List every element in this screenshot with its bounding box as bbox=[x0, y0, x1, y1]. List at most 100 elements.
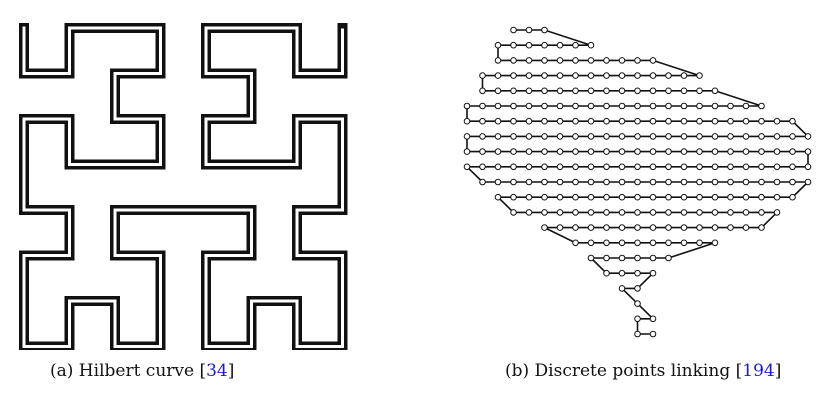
map-point bbox=[618, 224, 626, 231]
map-point bbox=[494, 72, 502, 79]
map-point bbox=[572, 72, 579, 79]
map-point bbox=[541, 72, 548, 79]
map-point bbox=[572, 148, 579, 155]
map-point bbox=[665, 102, 672, 110]
map-point bbox=[649, 330, 657, 338]
map-point bbox=[804, 148, 812, 155]
map-point bbox=[572, 41, 579, 49]
map-point bbox=[587, 117, 595, 125]
map-point bbox=[510, 193, 517, 201]
map-point bbox=[618, 102, 626, 110]
map-point bbox=[680, 193, 688, 201]
map-point bbox=[587, 87, 595, 95]
map-point bbox=[727, 117, 734, 125]
map-point bbox=[572, 102, 579, 110]
map-point bbox=[804, 178, 812, 186]
map-point bbox=[587, 41, 595, 49]
map-point bbox=[649, 239, 657, 247]
map-point bbox=[773, 193, 781, 201]
map-point bbox=[510, 178, 517, 186]
map-point bbox=[649, 224, 657, 231]
map-point bbox=[758, 224, 765, 231]
map-point bbox=[727, 224, 734, 231]
map-point bbox=[603, 239, 610, 247]
map-point bbox=[649, 117, 657, 125]
map-point bbox=[696, 102, 703, 110]
map-point bbox=[649, 193, 657, 201]
map-point bbox=[727, 193, 734, 201]
map-point bbox=[479, 72, 486, 79]
map-point bbox=[634, 148, 641, 155]
map-point bbox=[711, 117, 719, 125]
map-point bbox=[618, 209, 626, 216]
map-point bbox=[649, 57, 657, 64]
map-point bbox=[618, 133, 626, 140]
map-point bbox=[680, 117, 688, 125]
map-point bbox=[463, 133, 471, 140]
map-point bbox=[541, 224, 548, 231]
map-point bbox=[525, 163, 533, 171]
map-point bbox=[556, 193, 564, 201]
map-point bbox=[773, 117, 781, 125]
map-point bbox=[603, 117, 610, 125]
map-point bbox=[789, 178, 796, 186]
map-point bbox=[541, 41, 548, 49]
map-point bbox=[773, 163, 781, 171]
map-point bbox=[587, 193, 595, 201]
map-point bbox=[494, 163, 502, 171]
map-point bbox=[510, 57, 517, 64]
map-point bbox=[510, 72, 517, 79]
map-point bbox=[649, 269, 657, 277]
map-point bbox=[742, 209, 750, 216]
map-point bbox=[572, 224, 579, 231]
map-point bbox=[525, 209, 533, 216]
map-point bbox=[494, 133, 502, 140]
map-point bbox=[696, 239, 703, 247]
map-point bbox=[587, 102, 595, 110]
caption-b-text: (b) Discrete points linking [ bbox=[505, 361, 743, 381]
map-point bbox=[572, 87, 579, 95]
map-point bbox=[696, 178, 703, 186]
map-point bbox=[494, 178, 502, 186]
map-point bbox=[665, 72, 672, 79]
map-point bbox=[525, 41, 533, 49]
map-point bbox=[494, 41, 502, 49]
map-point bbox=[634, 178, 641, 186]
map-point bbox=[665, 193, 672, 201]
map-point bbox=[587, 239, 595, 247]
map-point bbox=[463, 102, 471, 110]
map-point bbox=[587, 224, 595, 231]
map-point bbox=[665, 87, 672, 95]
map-point bbox=[789, 148, 796, 155]
map-point bbox=[665, 163, 672, 171]
caption-b-close: ] bbox=[774, 361, 782, 381]
map-point bbox=[649, 178, 657, 186]
map-point bbox=[494, 117, 502, 125]
map-point bbox=[587, 148, 595, 155]
map-point bbox=[572, 117, 579, 125]
map-point bbox=[773, 133, 781, 140]
map-point bbox=[742, 117, 750, 125]
map-point bbox=[603, 193, 610, 201]
map-point bbox=[587, 72, 595, 79]
map-point bbox=[572, 209, 579, 216]
map-point bbox=[742, 193, 750, 201]
map-point bbox=[742, 178, 750, 186]
map-point bbox=[541, 193, 548, 201]
citation-link-194[interactable]: 194 bbox=[742, 361, 775, 381]
hilbert-curve-image bbox=[19, 23, 348, 350]
map-point bbox=[634, 239, 641, 247]
map-point bbox=[479, 133, 486, 140]
map-point bbox=[634, 163, 641, 171]
map-point bbox=[510, 148, 517, 155]
map-point bbox=[649, 72, 657, 79]
map-point bbox=[510, 87, 517, 95]
map-point bbox=[711, 193, 719, 201]
map-point bbox=[789, 117, 796, 125]
map-point bbox=[727, 133, 734, 140]
map-point bbox=[773, 209, 781, 216]
citation-link-34[interactable]: 34 bbox=[206, 361, 228, 381]
map-point bbox=[758, 193, 765, 201]
map-point bbox=[525, 87, 533, 95]
map-point bbox=[525, 133, 533, 140]
